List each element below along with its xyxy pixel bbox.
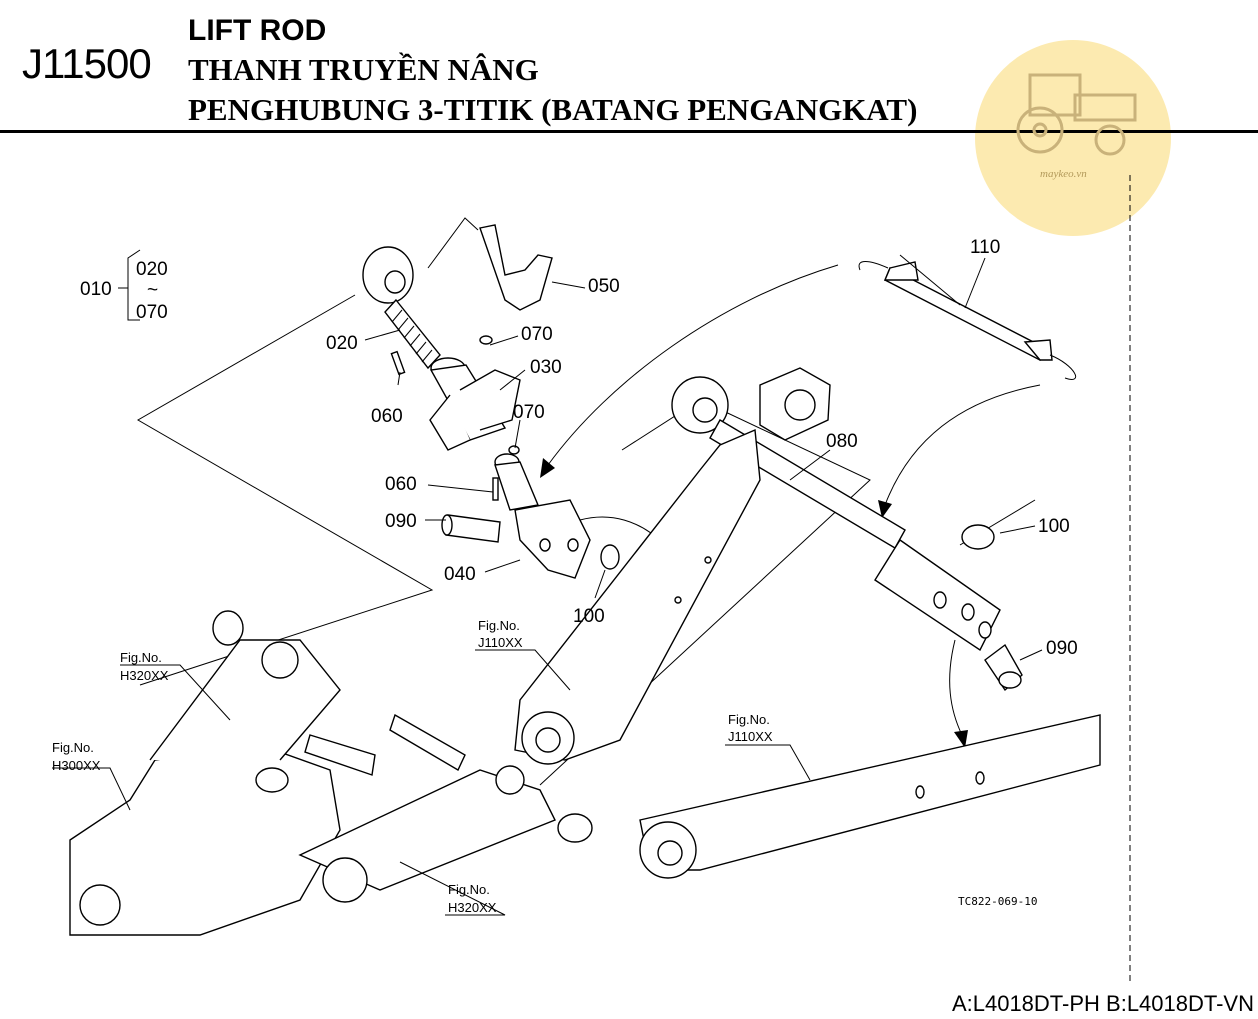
callout-050: 050: [588, 276, 620, 297]
part-110-lift-bar: [858, 261, 1077, 380]
snap-ring: [557, 813, 593, 843]
fig-ref-j110-a: J110XX: [478, 635, 523, 650]
rear-housing: [69, 639, 556, 936]
snap-ring: [212, 610, 244, 646]
part-030-turnbuckle-body: [429, 335, 521, 451]
fig-ref-h320-b: H320XX: [448, 900, 497, 915]
group-from: 020: [136, 259, 168, 280]
fig-ref-label: Fig.No.: [52, 740, 94, 755]
fig-ref-j110-b: J110XX: [728, 729, 773, 744]
lower-link-arm-upper: [514, 428, 761, 765]
callout-leaders: [52, 249, 1043, 916]
top-bracket: [759, 367, 831, 441]
part-080-lift-rod: [671, 376, 1001, 652]
section-code: J11500: [22, 40, 152, 87]
callout-090-a: 090: [385, 511, 417, 532]
tractor-icon: [1016, 73, 1137, 156]
callout-080: 080: [826, 431, 858, 452]
callout-060-b: 060: [385, 474, 417, 495]
flow-arrows: [540, 264, 1041, 748]
callout-040: 040: [444, 564, 476, 585]
group-to: 070: [136, 302, 168, 323]
callout-110: 110: [970, 237, 1000, 258]
callout-060-a: 060: [371, 406, 403, 427]
callout-070-b: 070: [513, 402, 545, 423]
title-english: LIFT ROD: [188, 14, 327, 47]
part-070-grease-fitting: [508, 445, 520, 455]
hitch-pin: [389, 713, 466, 771]
part-090-pin-head: [441, 514, 453, 536]
title-vietnamese: THANH TRUYỀN NÂNG: [188, 52, 539, 87]
fig-ref-h300: H300XX: [52, 758, 101, 773]
callout-070-a: 070: [521, 324, 553, 345]
title-indonesian: PENGHUBUNG 3-TITIK (BATANG PENGANGKAT): [188, 92, 918, 127]
part-100-snap-ring: [961, 524, 995, 550]
fig-ref-h320-a: H320XX: [120, 668, 169, 683]
lower-link-arm-lower: [639, 714, 1101, 879]
callout-020: 020: [326, 333, 358, 354]
arrowhead: [954, 730, 968, 748]
model-footer: A:L4018DT-PH B:L4018DT-VN: [951, 991, 1254, 1016]
callout-030: 030: [530, 357, 562, 378]
group-label: 010: [80, 279, 112, 300]
fig-ref-label: Fig.No.: [448, 882, 490, 897]
part-050-snap-pin: [479, 224, 553, 311]
part-090-pin-head: [998, 671, 1022, 689]
part-100-snap-ring: [600, 544, 620, 570]
callout-090-b: 090: [1046, 638, 1078, 659]
part-040-clevis: [494, 453, 591, 579]
callout-100-b: 100: [1038, 516, 1070, 537]
callout-100-a: 100: [573, 606, 605, 627]
part-060-pin: [492, 477, 499, 501]
fig-ref-label: Fig.No.: [728, 712, 770, 727]
fig-ref-label: Fig.No.: [478, 618, 520, 633]
arrowhead: [540, 458, 555, 478]
header-rule: [0, 130, 1258, 133]
hitch-pin: [304, 734, 376, 776]
watermark-text: maykeo.vn: [1040, 168, 1087, 180]
part-060-pin: [390, 350, 406, 376]
fig-ref-label: Fig.No.: [120, 650, 162, 665]
part-090-pin: [445, 514, 501, 543]
group-tilde: ~: [147, 280, 158, 301]
watermark-logo: [975, 40, 1171, 236]
arrowhead: [878, 500, 892, 518]
part-020-rod-end: [362, 246, 441, 370]
drawing-code: TC822-069-10: [958, 895, 1037, 908]
